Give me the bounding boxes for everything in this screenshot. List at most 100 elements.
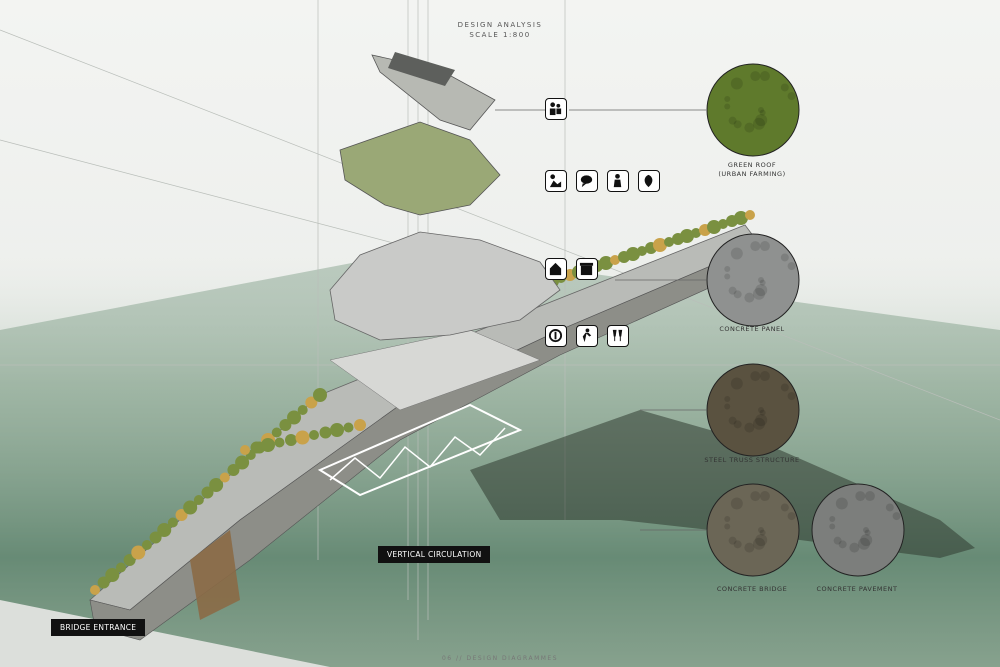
tree	[271, 427, 282, 438]
green-roof-label: GREEN ROOF	[727, 161, 777, 169]
swatch-texture	[855, 491, 866, 502]
tree	[201, 486, 214, 499]
swatch-texture	[730, 247, 743, 260]
bridge-pier	[190, 530, 240, 620]
material-swatch-2	[706, 363, 800, 457]
gardening-icon	[545, 170, 567, 192]
swatch-texture	[744, 292, 755, 303]
tree	[330, 423, 344, 437]
swatch-texture	[724, 273, 731, 280]
shop-icon	[576, 258, 598, 280]
swatch-texture	[780, 503, 789, 512]
tree	[718, 219, 728, 229]
steel-truss	[317, 403, 523, 497]
cheers-icon	[607, 325, 629, 347]
material-swatch-4	[811, 483, 905, 577]
tree	[123, 554, 136, 566]
tree	[261, 438, 275, 452]
swatch-texture	[780, 253, 789, 262]
tree	[183, 500, 198, 515]
swatch-texture	[750, 371, 761, 382]
bridge	[89, 224, 761, 641]
swatch-texture	[724, 395, 731, 402]
swatch-texture	[758, 277, 764, 283]
swatch-texture	[758, 527, 764, 533]
swatch-texture	[724, 515, 731, 522]
material-swatch-0	[706, 63, 800, 157]
material-label-steel-truss: STEEL TRUSS STRUCTURE	[704, 456, 800, 464]
tree	[227, 464, 240, 476]
tree	[734, 211, 748, 225]
swatch-texture	[759, 491, 770, 502]
tree	[235, 455, 250, 470]
swatch-texture	[759, 109, 766, 116]
swatch-texture	[730, 377, 743, 390]
swatch-texture	[759, 529, 766, 536]
tree	[193, 495, 204, 505]
swatch-texture	[758, 107, 764, 113]
tree	[274, 437, 285, 448]
tree	[343, 422, 354, 433]
swatch-texture	[755, 284, 768, 297]
tree	[131, 545, 146, 560]
swatch-texture	[864, 529, 871, 536]
material-label-concrete-pavement: CONCRETE PAVEMENT	[816, 585, 898, 593]
tree	[149, 531, 162, 544]
swatch-texture	[724, 403, 731, 410]
tree	[599, 256, 613, 270]
swatch-texture	[753, 117, 766, 130]
tree	[680, 229, 694, 243]
swatch-texture	[753, 537, 766, 550]
tree	[295, 430, 310, 445]
swatch-texture	[759, 241, 770, 252]
scale-text: SCALE 1:800	[469, 31, 531, 39]
tree	[626, 247, 640, 261]
material-label-concrete-bridge: CONCRETE BRIDGE	[716, 585, 788, 593]
layer-top-roof	[388, 52, 455, 86]
ground-plane	[0, 600, 330, 667]
swatch-texture	[750, 491, 761, 502]
layer-roof-garden	[339, 121, 501, 216]
swatch-texture	[759, 371, 770, 382]
swatch-texture	[787, 512, 796, 521]
swatch-texture	[733, 540, 742, 549]
bridge-entrance-tag: BRIDGE ENTRANCE	[51, 619, 146, 636]
swatch-texture	[750, 71, 761, 82]
swatch-texture	[863, 527, 869, 533]
material-label-concrete-panel: CONCRETE PANEL	[719, 325, 785, 333]
swatch-texture	[780, 383, 789, 392]
family-icon	[545, 98, 567, 120]
tree	[664, 237, 674, 247]
platform-grid	[329, 329, 541, 411]
swatch-texture	[787, 262, 796, 271]
plant-care-icon	[638, 170, 660, 192]
swatch-texture	[829, 515, 836, 522]
tree	[157, 523, 172, 537]
swatch-texture	[724, 103, 731, 110]
teacher-icon	[607, 170, 629, 192]
tree	[287, 410, 302, 425]
tree	[319, 426, 332, 439]
tree	[637, 246, 647, 256]
tree	[285, 434, 297, 446]
restaurant-icon	[545, 325, 567, 347]
swatch-texture	[759, 279, 766, 286]
tree	[297, 405, 308, 415]
swatch-texture	[744, 122, 755, 133]
swatch-texture	[724, 265, 731, 272]
tree	[279, 419, 292, 431]
tree	[97, 576, 110, 589]
leader-lines	[495, 109, 706, 531]
swatch-texture	[858, 537, 871, 550]
swatch-texture	[838, 540, 847, 549]
swatch-texture	[753, 287, 766, 300]
walking-icon	[576, 325, 598, 347]
green-roof-sublabel: (URBAN FARMING)	[718, 170, 786, 178]
tree	[167, 517, 178, 528]
material-swatch-3	[706, 483, 800, 577]
tree	[313, 388, 327, 402]
swatch-texture	[755, 414, 768, 427]
swatch-texture	[835, 497, 848, 510]
swatch-texture	[759, 71, 770, 82]
